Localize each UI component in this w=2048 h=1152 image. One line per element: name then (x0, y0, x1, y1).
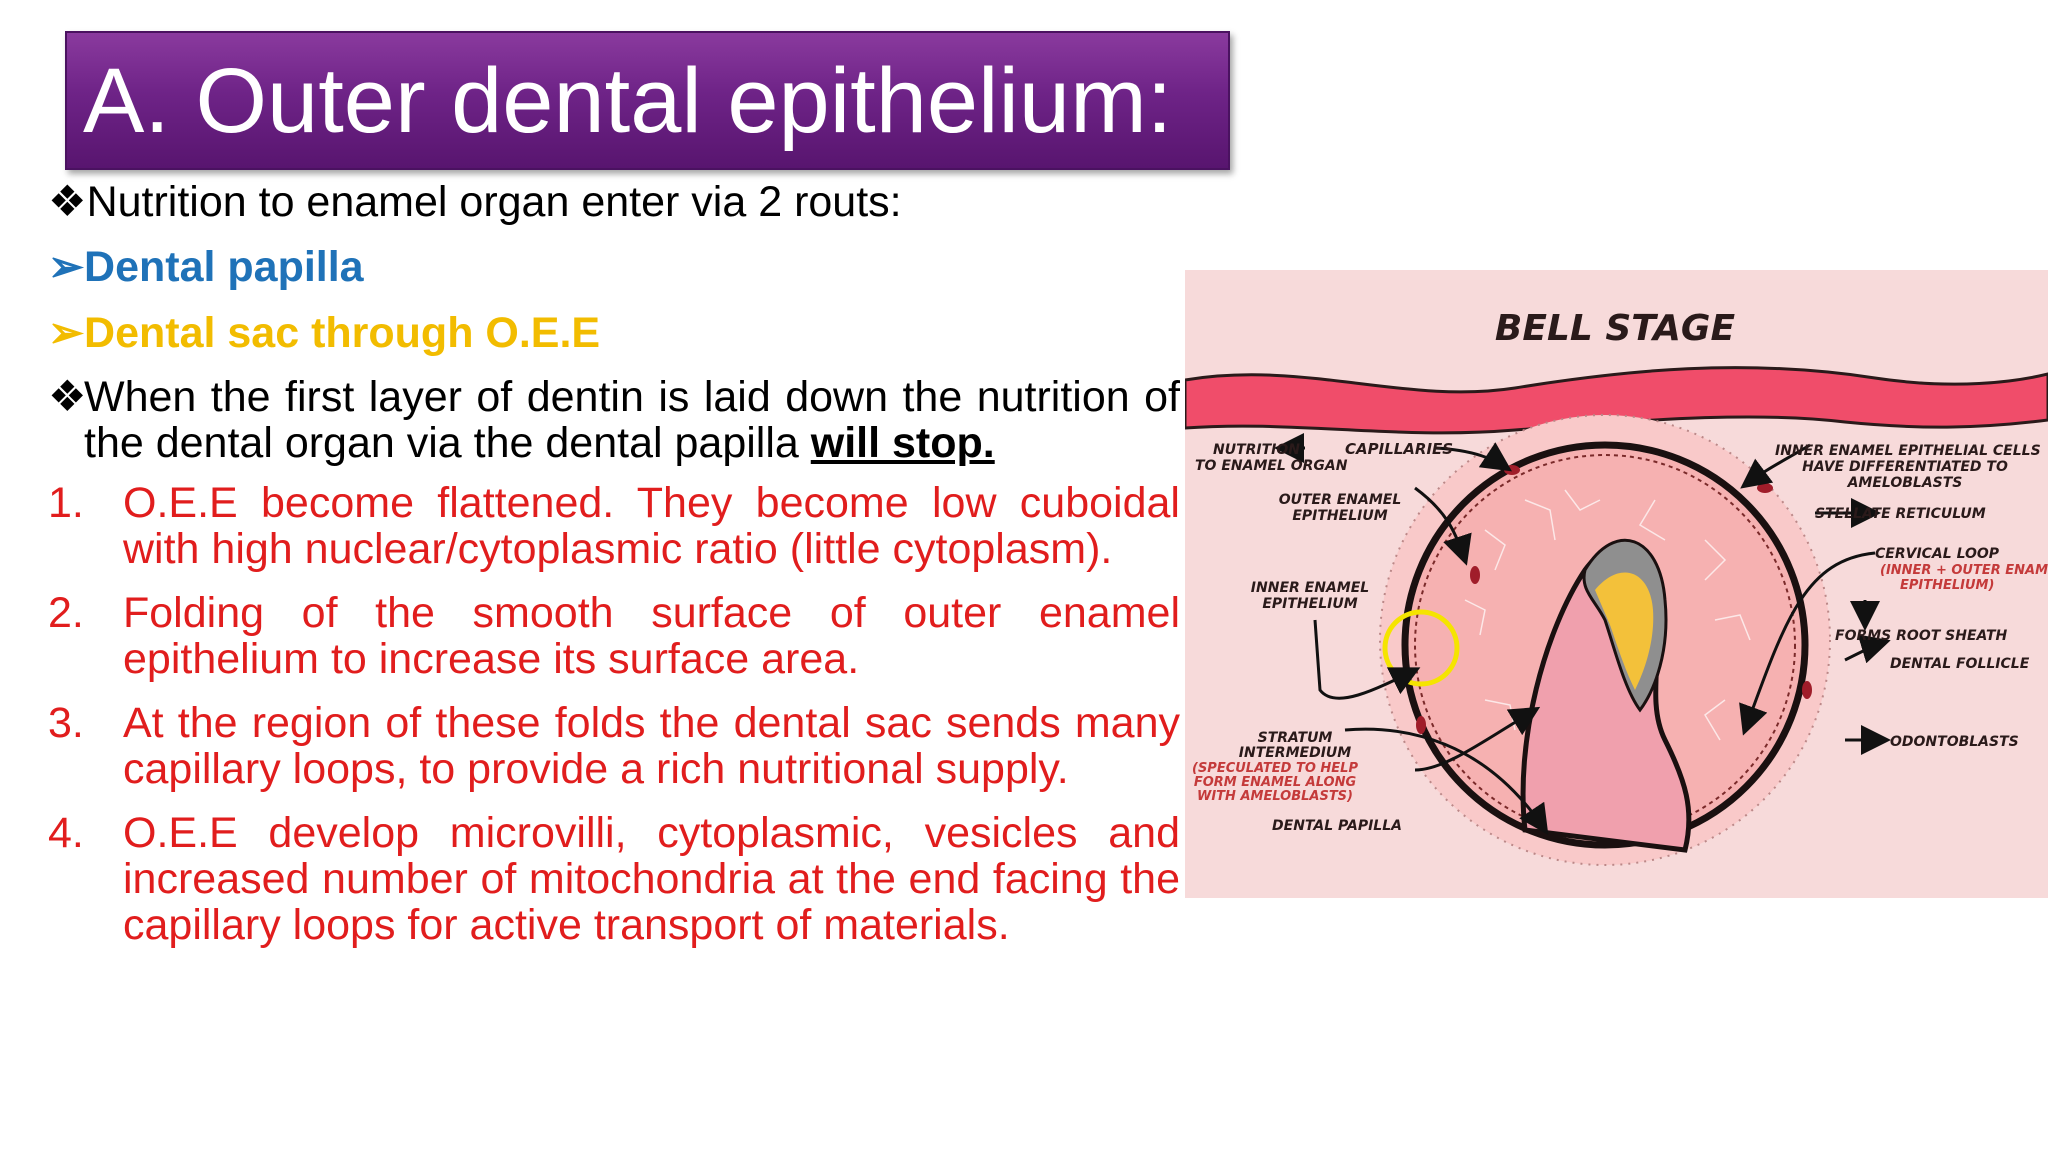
arrow-bullet-icon: ➢ (48, 243, 85, 291)
intro-text: Nutrition to enamel organ enter via 2 ro… (86, 178, 902, 226)
label-iee-cells-3: AMELOBLASTS (1847, 475, 1963, 491)
diamond-bullet-icon: ❖ (48, 178, 87, 226)
oee-highlight-circle (1382, 609, 1460, 687)
route-dental-papilla: ➢Dental papilla (48, 234, 1180, 300)
stop-text: When the first layer of dentin is laid d… (84, 373, 1180, 467)
label-stratum-note-1: (SPECULATED TO HELP (1192, 761, 1358, 776)
bell-stage-illustration: BELL STAGE NUTRITION TO ENAMEL ORGAN CAP… (1185, 270, 2048, 898)
label-cervical-3: EPITHELIUM) (1900, 578, 1994, 593)
label-nutrition: NUTRITION (1213, 442, 1300, 458)
enamel-layer (1595, 572, 1654, 690)
label-dental-papilla: DENTAL PAPILLA (1272, 818, 1402, 834)
slide-title-bar: A. Outer dental epithelium: (65, 31, 1230, 170)
stop-paragraph: ❖When the first layer of dentin is laid … (48, 374, 1180, 466)
point-item-1: 1. O.E.E become flattened. They become lo… (48, 480, 1180, 572)
label-cervical-1: CERVICAL LOOP (1875, 546, 2000, 562)
label-stratum-1: STRATUM (1258, 730, 1333, 746)
arrow-bullet-icon: ➢ (48, 309, 85, 357)
point-item-2: 2. Folding of the smooth surface of outer… (48, 590, 1180, 682)
bell-stage-diagram: BELL STAGE NUTRITION TO ENAMEL ORGAN CAP… (1185, 270, 2048, 898)
route-text: Dental papilla (84, 243, 364, 291)
label-to-enamel-organ: TO ENAMEL ORGAN (1195, 458, 1348, 474)
point-text: At the region of these folds the dental … (123, 699, 1180, 793)
label-odontoblasts: ODONTOBLASTS (1890, 734, 2019, 750)
oral-epithelium-band (1185, 366, 2048, 435)
point-item-3: 3. At the region of these folds the denta… (48, 700, 1180, 792)
point-number: 4. (48, 809, 84, 857)
label-iee-cells-1: INNER ENAMEL EPITHELIAL CELLS (1775, 443, 2041, 459)
stop-emphasis: will stop. (810, 419, 995, 467)
point-text: Folding of the smooth surface of outer e… (123, 589, 1180, 683)
diamond-bullet-icon: ❖ (48, 373, 87, 421)
label-outer-enamel-1: OUTER ENAMEL (1279, 492, 1402, 508)
intro-line: ❖Nutrition to enamel organ enter via 2 r… (48, 170, 1180, 234)
label-stratum-2: INTERMEDIUM (1239, 745, 1352, 761)
label-capillaries: CAPILLARIES (1345, 440, 1453, 458)
point-number: 1. (48, 479, 84, 527)
point-text: O.E.E become flattened. They become low … (123, 479, 1180, 573)
figure-title: BELL STAGE (1495, 308, 1736, 349)
slide-title: A. Outer dental epithelium: (83, 50, 1173, 152)
route-dental-sac: ➢Dental sac through O.E.E (48, 300, 1180, 366)
label-stellate: STELLATE RETICULUM (1815, 506, 1986, 522)
label-cervical-2: (INNER + OUTER ENAMEL (1880, 563, 2048, 578)
diagram-arrows (1274, 433, 1891, 835)
label-inner-enamel-1: INNER ENAMEL (1251, 580, 1369, 596)
label-outer-enamel-2: EPITHELIUM (1292, 508, 1387, 524)
label-root-sheath: FORMS ROOT SHEATH (1835, 628, 2008, 644)
label-dental-follicle: DENTAL FOLLICLE (1890, 656, 2030, 672)
point-number: 3. (48, 699, 84, 747)
point-text: O.E.E develop microvilli, cytoplasmic, v… (123, 809, 1180, 949)
label-iee-cells-2: HAVE DIFFERENTIATED TO (1802, 459, 2008, 475)
stellate-reticulum-pattern (1464, 489, 1751, 741)
point-item-4: 4. O.E.E develop microvilli, cytoplasmic,… (48, 810, 1180, 948)
label-inner-enamel-2: EPITHELIUM (1262, 596, 1357, 612)
route-text: Dental sac through O.E.E (84, 309, 601, 357)
point-number: 2. (48, 589, 84, 637)
label-stratum-note-2: FORM ENAMEL ALONG (1194, 775, 1357, 790)
label-stratum-note-3: WITH AMELOBLASTS) (1197, 789, 1353, 804)
slide-body: ❖Nutrition to enamel organ enter via 2 r… (48, 170, 1180, 948)
